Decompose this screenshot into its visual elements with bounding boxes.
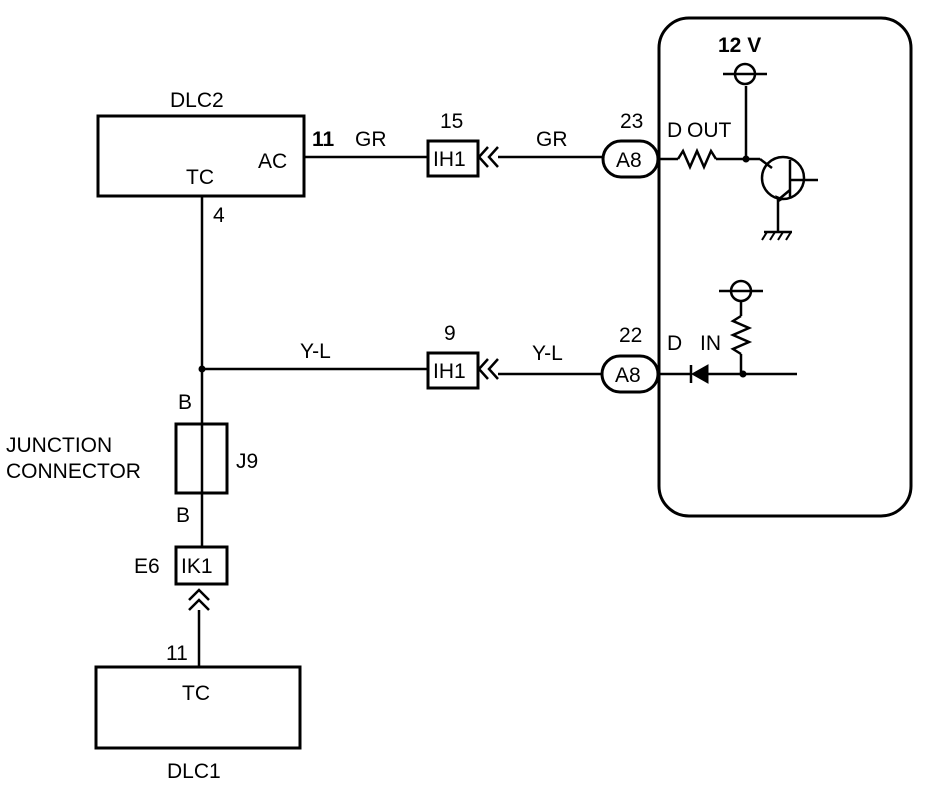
dlc1-label: DLC1 [167, 760, 221, 783]
wire-yl-label-right: Y-L [532, 342, 563, 365]
ik1-label: IK1 [181, 555, 213, 578]
ik1-connector [174, 545, 229, 586]
dlc2-pin-ac: 11 [312, 128, 335, 151]
dlc2-tc-label: TC [186, 166, 214, 189]
dlc1-pin-tc: 11 [166, 642, 188, 665]
ih1-bottom-arrow-icon [477, 358, 499, 380]
wire-gr-label-right: GR [536, 128, 568, 151]
d-in-d-label: D [667, 332, 682, 355]
ih1-pin-bottom: 9 [444, 322, 456, 345]
d-out-d-label: D [667, 119, 682, 142]
d-out-out-label: OUT [687, 119, 732, 142]
a8-top-label: A8 [616, 149, 642, 172]
junction-label-line2: CONNECTOR [6, 460, 141, 483]
wire-b-label-bottom: B [176, 504, 190, 527]
out-resistor-icon [676, 147, 718, 171]
dlc1-box [94, 665, 302, 750]
transistor-collector [759, 158, 773, 169]
d-in-in-label: IN [700, 332, 721, 355]
dlc1-tc-label: TC [182, 682, 210, 705]
wire-yl-label-left: Y-L [300, 340, 331, 363]
ih1-connector-top [426, 139, 480, 178]
a8-connector-top [601, 139, 660, 179]
dlc2-label: DLC2 [170, 89, 224, 112]
ecu-outline [657, 16, 913, 518]
ground-icon [761, 231, 792, 241]
junction-label-line1: JUNCTION [6, 434, 112, 457]
a8-bottom-label: A8 [615, 364, 641, 387]
wire-gr-label-left: GR [355, 128, 387, 151]
ih1-top-label: IH1 [433, 148, 466, 171]
a8-pin-top: 23 [620, 110, 643, 133]
dlc2-box [96, 114, 306, 198]
ih1-pin-top: 15 [440, 110, 463, 133]
ik1-arrow-icon [188, 588, 210, 611]
junction-id-label: J9 [236, 450, 258, 473]
supply-voltage-label: 12 V [718, 34, 761, 57]
a8-pin-bottom: 22 [619, 324, 642, 347]
in-pullup-resistor-icon [729, 314, 753, 356]
ik1-pin-label: E6 [134, 555, 160, 578]
ih1-connector-bottom [426, 351, 480, 390]
wire-b-label-top: B [178, 391, 192, 414]
dlc2-ac-label: AC [258, 150, 287, 173]
ih1-bottom-label: IH1 [433, 360, 466, 383]
ih1-top-arrow-icon [477, 146, 499, 168]
dlc2-pin-tc: 4 [213, 204, 225, 227]
